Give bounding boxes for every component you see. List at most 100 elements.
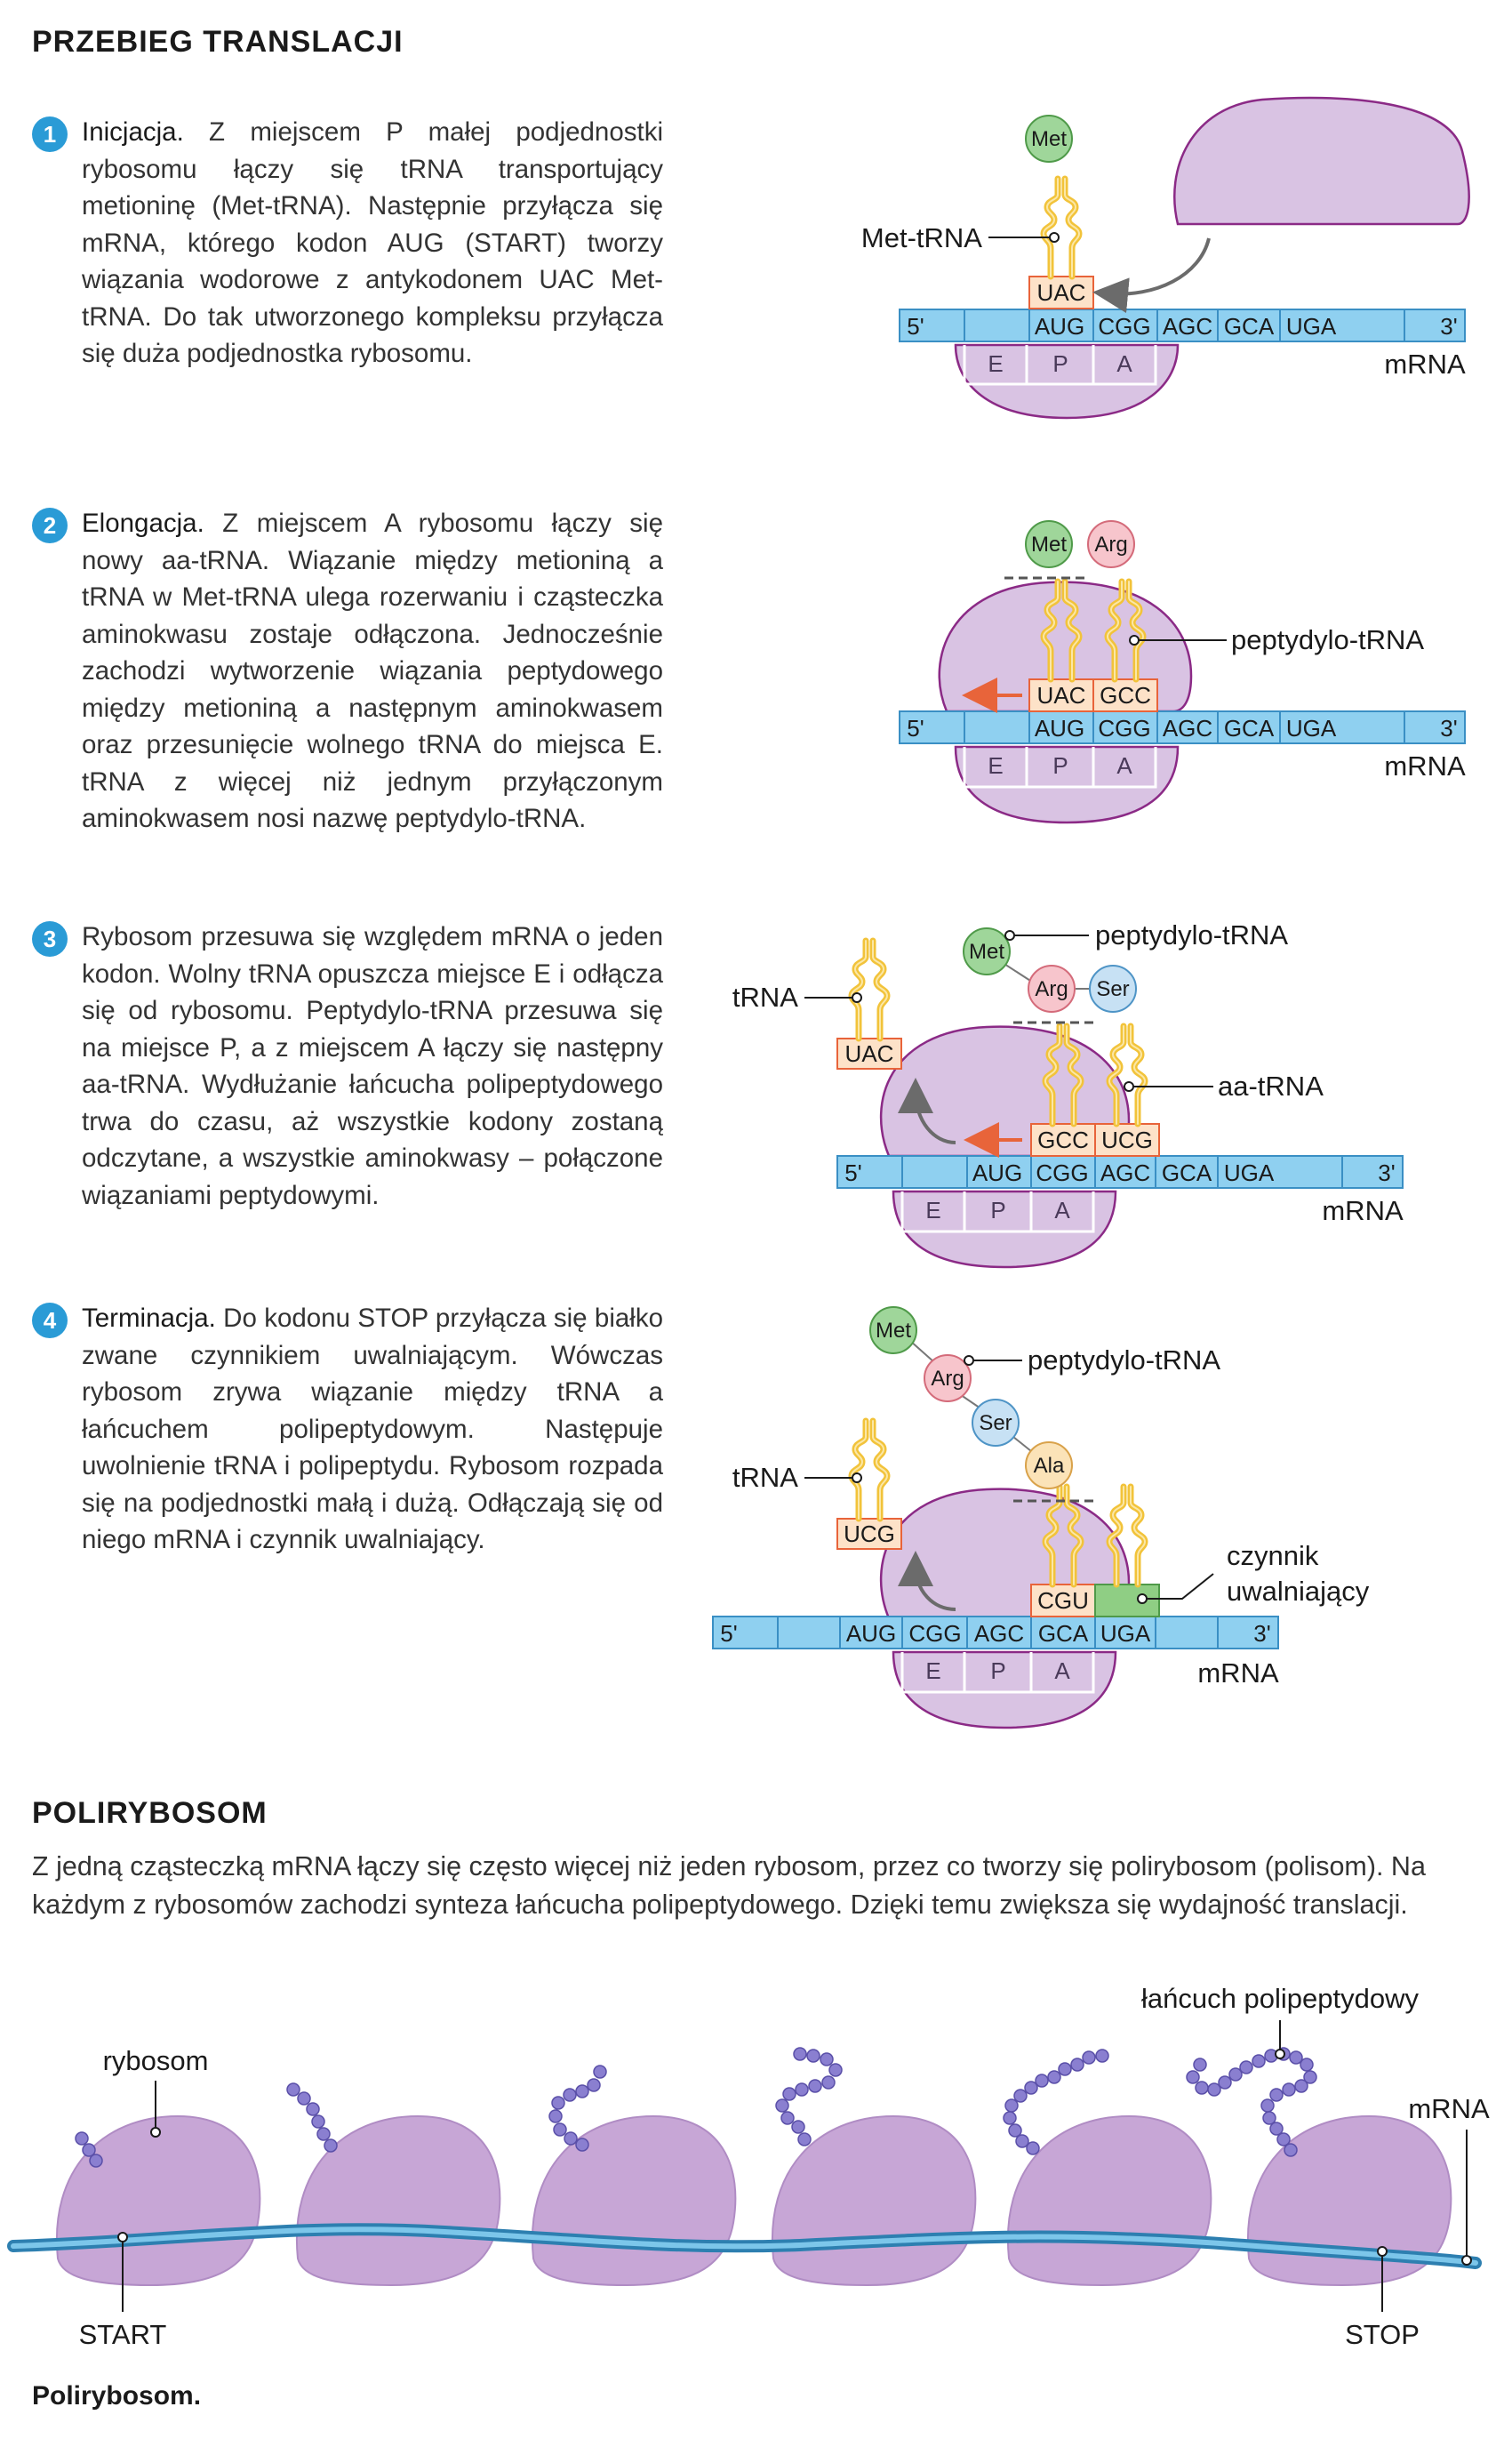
label-mrna: mRNA	[1322, 1195, 1404, 1226]
codon: CGG	[1036, 1159, 1088, 1186]
codon: AGC	[974, 1620, 1024, 1647]
site-a: A	[1116, 350, 1132, 377]
label-stop: STOP	[1345, 2319, 1420, 2350]
label-trna: tRNA	[732, 1462, 798, 1493]
label-uwalniajacy: uwalniający	[1227, 1576, 1370, 1607]
anticodon-box	[1092, 678, 1158, 712]
release-arrow	[898, 1551, 956, 1611]
site-e: E	[988, 752, 1003, 779]
end-3: 3'	[1253, 1620, 1270, 1647]
aa-met-label: Met	[876, 1319, 911, 1343]
end-5: 5'	[844, 1159, 861, 1186]
end-3: 3'	[1440, 313, 1457, 340]
step-3-text: Rybosom przesuwa się względem mRNA o jed…	[82, 922, 663, 1210]
label-czynnik: czynnik	[1227, 1540, 1319, 1571]
step-4-title: Terminacja.	[82, 1304, 216, 1333]
diagram-termination: E P A 5' 3' AUG CGG AGC GCA UGA CGU Met …	[712, 1306, 1370, 1729]
site-a: A	[1054, 1657, 1070, 1684]
label-met-trna: Met-tRNA	[861, 222, 982, 253]
codon: GCA	[1224, 313, 1275, 340]
aa-met	[1025, 520, 1073, 568]
codon: AUG	[972, 1159, 1022, 1186]
codon: UGA	[1286, 715, 1337, 742]
label-mrna: mRNA	[1408, 2093, 1490, 2124]
label-polypeptide-chain: łańcuch polipeptydowy	[1141, 1983, 1419, 2014]
aa-arg-label: Arg	[931, 1367, 964, 1391]
release-arrow	[898, 1078, 956, 1144]
label-mrna: mRNA	[1384, 349, 1466, 380]
ribosomes	[55, 2114, 1452, 2287]
page-title: PRZEBIEG TRANSLACJI	[32, 25, 404, 59]
aa-met-label: Met	[1031, 127, 1067, 151]
aa-met-label: Met	[969, 940, 1004, 964]
free-trna-shape	[852, 1421, 887, 1519]
codon: UGA	[1286, 313, 1337, 340]
trna-shape	[1044, 179, 1079, 277]
step-1: 1 Inicjacja. Z miejscem P małej podjedno…	[32, 114, 663, 373]
codon: AUG	[1035, 715, 1084, 742]
site-e: E	[925, 1657, 940, 1684]
step-1-title: Inicjacja.	[82, 117, 184, 147]
codon: AGC	[1163, 715, 1212, 742]
label-mrna: mRNA	[1384, 750, 1466, 782]
mrna-strand	[899, 710, 1466, 744]
step-2-text: Z miejscem A rybosomu łączy się nowy aa-…	[82, 509, 663, 833]
polypeptide-chains	[75, 2047, 1317, 2168]
label-peptydylo-trna: peptydylo-tRNA	[1231, 624, 1424, 655]
anticodon: UCG	[844, 1520, 895, 1547]
step-3: 3 Rybosom przesuwa się względem mRNA o j…	[32, 919, 663, 1214]
step-1-text: Z miejscem P małej podjednostki rybosomu…	[82, 117, 663, 368]
codon: GCA	[1224, 715, 1275, 742]
codon: AGC	[1100, 1159, 1150, 1186]
aa-arg-label: Arg	[1035, 977, 1068, 1001]
aa-met	[1025, 115, 1073, 163]
site-p: P	[1052, 752, 1068, 779]
label-mrna: mRNA	[1197, 1657, 1279, 1689]
codon: CGG	[1098, 715, 1150, 742]
codon: UGA	[1100, 1620, 1151, 1647]
anticodon: UAC	[1037, 682, 1086, 709]
codon: CGG	[908, 1620, 961, 1647]
label-start: START	[79, 2319, 167, 2350]
mrna-strand	[836, 1155, 1404, 1189]
aa-met	[963, 927, 1011, 975]
anticodon: GCC	[1037, 1127, 1089, 1153]
large-subunit	[1173, 96, 1470, 226]
end-5: 5'	[907, 715, 924, 742]
anticodon-box	[1028, 678, 1094, 712]
anticodon-box	[1094, 1123, 1160, 1157]
site-p: P	[990, 1197, 1005, 1224]
aa-met-label: Met	[1031, 533, 1067, 557]
codon: GCA	[1162, 1159, 1212, 1186]
label-peptydylo-trna: peptydylo-tRNA	[1095, 919, 1288, 951]
label-trna: tRNA	[732, 982, 798, 1013]
label-aa-trna: aa-tRNA	[1218, 1071, 1324, 1102]
anticodon: GCC	[1100, 682, 1151, 709]
assembly-arrow	[1092, 237, 1211, 314]
end-5: 5'	[720, 1620, 737, 1647]
step-4-badge: 4	[32, 1303, 68, 1338]
mrna-strand	[712, 1616, 1279, 1649]
mrna-strand	[899, 309, 1466, 342]
codon: AGC	[1163, 313, 1212, 340]
anticodon-box	[1030, 1584, 1096, 1617]
label-peptydylo-trna: peptydylo-tRNA	[1028, 1344, 1220, 1376]
step-2-title: Elongacja.	[82, 509, 204, 538]
diagram-elongation: E P A 5' 3' AUG CGG AGC GCA UGA UAC GCC …	[899, 520, 1466, 824]
step-4: 4 Terminacja. Do kodonu STOP przyłącza s…	[32, 1300, 663, 1559]
small-subunit	[954, 343, 1180, 420]
anticodon-box	[836, 1038, 902, 1070]
step-2-badge: 2	[32, 508, 68, 543]
figure-caption: Polirybosom.	[32, 2381, 202, 2411]
anticodon: UAC	[845, 1040, 894, 1067]
aa-ser	[972, 1399, 1020, 1447]
anticodon-box	[1028, 276, 1094, 309]
site-e: E	[988, 350, 1003, 377]
site-slots	[963, 345, 1157, 386]
aa-arg	[1028, 965, 1076, 1013]
step-4-text: Do kodonu STOP przyłącza się białko zwan…	[82, 1304, 663, 1554]
step-2: 2 Elongacja. Z miejscem A rybosomu łączy…	[32, 505, 663, 838]
small-subunit	[954, 745, 1180, 824]
polyribosome-heading: POLIRYBOSOM	[32, 1796, 268, 1830]
aa-arg	[924, 1354, 972, 1402]
